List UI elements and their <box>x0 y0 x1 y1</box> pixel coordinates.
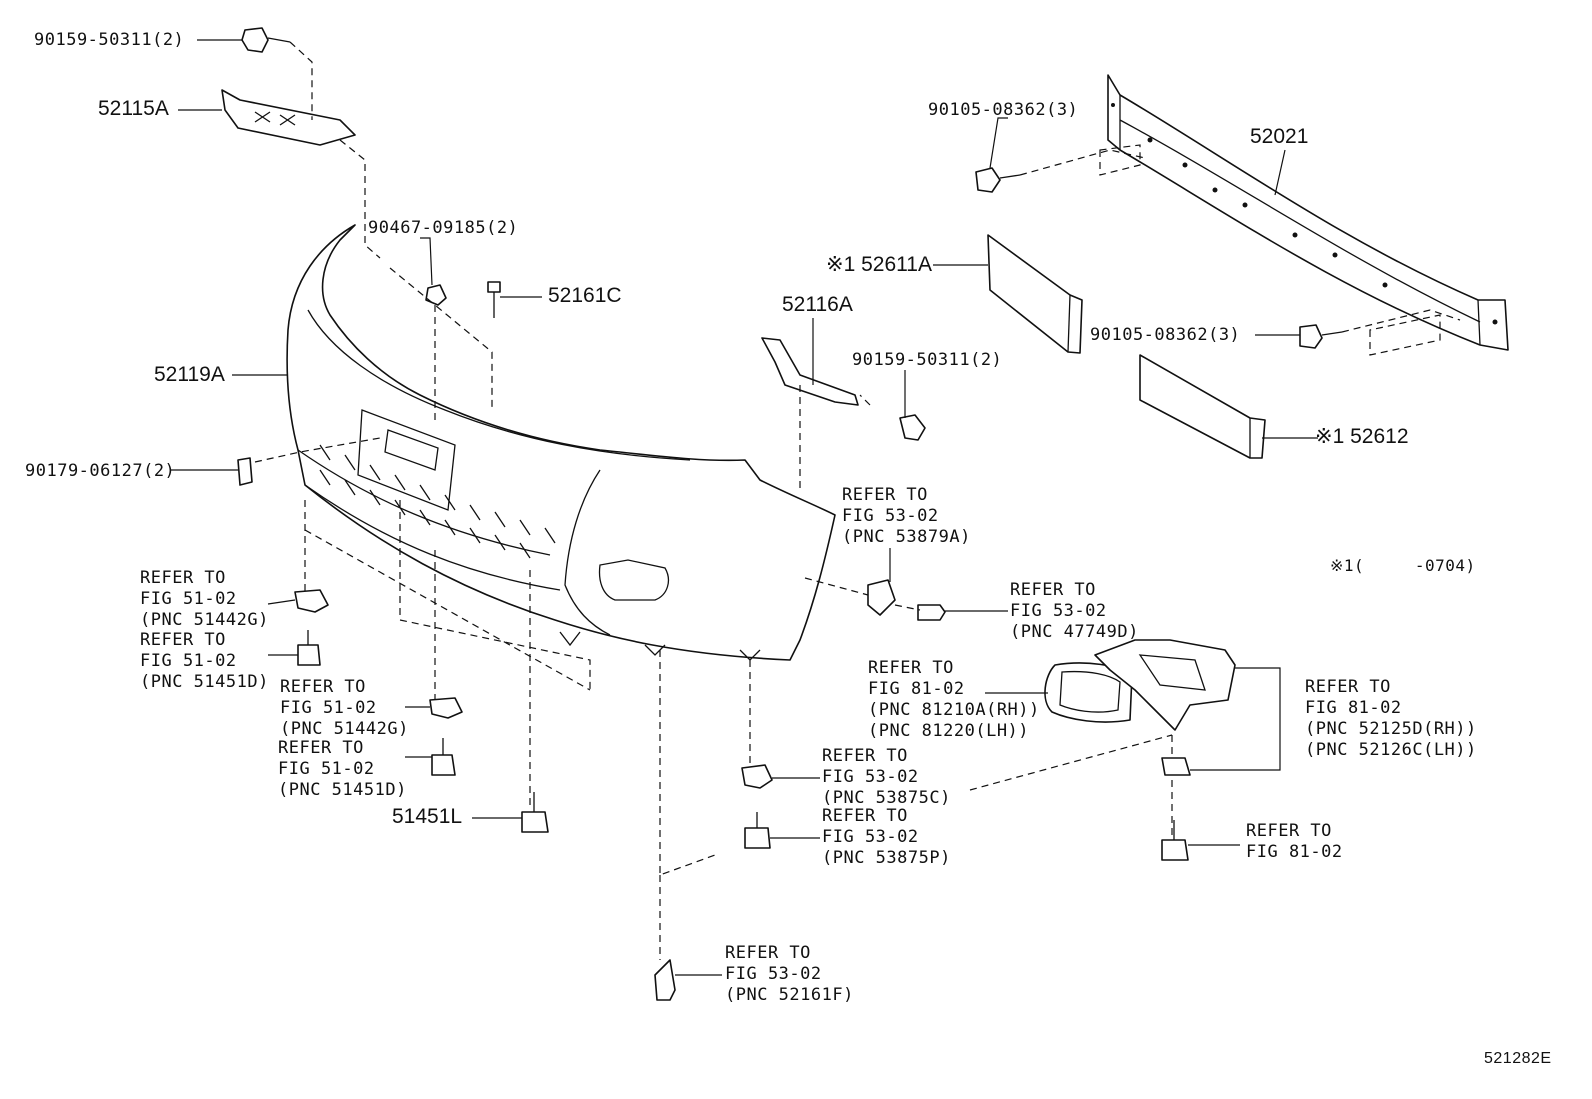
label-90179-06127: 90179-06127(2) <box>25 461 176 481</box>
label-52612: ※1 52612 <box>1315 425 1409 448</box>
ref-pnc-52161f: REFER TO FIG 53-02 (PNC 52161F) <box>725 943 854 1005</box>
figure-id: 521282E <box>1484 1050 1552 1067</box>
absorber-52611a <box>987 234 1083 354</box>
label-52161c: 52161C <box>548 284 622 307</box>
ref-pnc-53875c: REFER TO FIG 53-02 (PNC 53875C) <box>822 746 951 808</box>
fog-lamp-cover <box>1094 639 1236 731</box>
label-52115a: 52115A <box>98 97 169 120</box>
ref-fig-81-02: REFER TO FIG 81-02 <box>1246 821 1343 862</box>
ref-pnc-51442g-left: REFER TO FIG 51-02 (PNC 51442G) <box>140 568 269 630</box>
label-90105-08362-top: 90105-08362(3) <box>928 100 1079 120</box>
label-90105-08362-mid: 90105-08362(3) <box>1090 325 1241 345</box>
ref-pnc-53875p: REFER TO FIG 53-02 (PNC 53875P) <box>822 806 951 868</box>
bumper-cover-52119a <box>286 224 836 661</box>
note-range: ※1( -0704) <box>1330 556 1476 575</box>
reinforcement-52021 <box>1107 74 1509 351</box>
label-52021: 52021 <box>1250 125 1309 148</box>
assembly-lines <box>254 41 1461 960</box>
fasteners <box>237 27 1343 1001</box>
label-51451l: 51451L <box>392 805 463 828</box>
ref-pnc-53879a: REFER TO FIG 53-02 (PNC 53879A) <box>842 485 971 547</box>
ref-pnc-51442g-mid: REFER TO FIG 51-02 (PNC 51442G) <box>280 677 409 739</box>
leader-lines <box>170 39 1318 976</box>
label-52611a: ※1 52611A <box>826 253 932 276</box>
ref-pnc-51451d-left: REFER TO FIG 51-02 (PNC 51451D) <box>140 630 269 692</box>
ref-pnc-81210a: REFER TO FIG 81-02 (PNC 81210A(RH)) (PNC… <box>868 658 1040 741</box>
bracket-52115a <box>221 89 356 146</box>
label-90467-09185: 90467-09185(2) <box>368 218 519 238</box>
absorber-52612 <box>1139 354 1266 459</box>
bracket-52116a <box>761 337 859 406</box>
label-52116a: 52116A <box>782 293 853 316</box>
label-52119a: 52119A <box>154 363 225 386</box>
ref-pnc-52125d: REFER TO FIG 81-02 (PNC 52125D(RH)) (PNC… <box>1305 677 1477 760</box>
ref-pnc-47749d: REFER TO FIG 53-02 (PNC 47749D) <box>1010 580 1139 642</box>
ref-pnc-51451d-mid: REFER TO FIG 51-02 (PNC 51451D) <box>278 738 407 800</box>
label-90159-50311-top: 90159-50311(2) <box>34 30 185 50</box>
fog-lamp-assembly <box>1044 662 1133 723</box>
label-90159-50311-mid: 90159-50311(2) <box>852 350 1003 370</box>
